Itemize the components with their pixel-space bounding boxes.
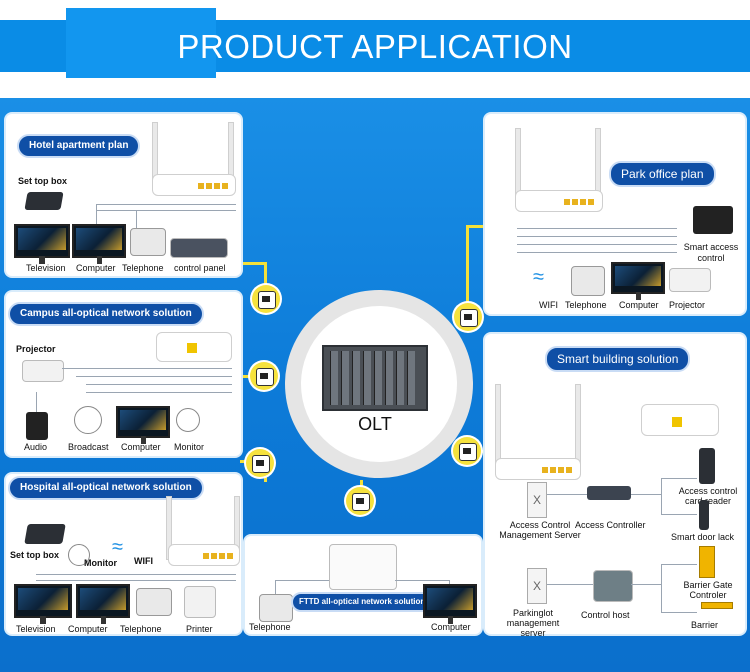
door-lock-label: Smart door lack [671,532,735,542]
park-panel: Park office plan Smart access control ≈ … [485,114,745,314]
fiber-connector-icon [246,449,274,477]
page-title: PRODUCT APPLICATION [177,28,573,65]
access-controller-label: Access Controller [575,520,646,530]
control-panel-icon [170,238,228,258]
device-label: Computer [121,442,161,452]
television-icon [14,224,70,264]
device-label: control panel [174,263,226,273]
barrier-icon [701,602,733,609]
fiber-connector-icon [252,285,280,313]
computer-icon [423,584,477,624]
fiber-line [466,225,486,228]
set-top-box-icon [24,524,66,544]
hospital-panel: Hospital all-optical network solution Se… [6,474,241,634]
campus-panel: Campus all-optical network solution Proj… [6,292,241,456]
telephone-icon [571,266,605,296]
onu-router [515,190,603,212]
wifi-icon: ≈ [112,536,123,558]
device-label: Monitor [174,442,205,452]
fttd-panel: FTTD all-optical network solution Teleph… [245,536,481,634]
onu-router [152,174,236,196]
parking-server-label: Parkinglot management server [506,608,560,638]
device-label: Television [26,263,66,273]
park-title: Park office plan [609,161,716,187]
server-icon: X [527,482,547,518]
device-label: Printer [186,624,213,634]
door-lock-icon [699,500,709,530]
onu-router [641,404,719,436]
control-host-label: Control host [581,610,630,620]
monitor-camera-icon [176,408,200,432]
broadcast-icon [74,406,102,434]
acm-server-label: Access Control Management Server [499,520,581,540]
projector-icon [22,360,64,382]
fttd-terminal-icon [329,544,397,590]
telephone-icon [136,588,172,616]
campus-title: Campus all-optical network solution [8,302,204,326]
device-label: Telephone [122,263,164,273]
telephone-icon [259,594,293,622]
telephone-icon [130,228,166,256]
fttd-title: FTTD all-optical network solution [291,592,434,612]
fiber-line [242,262,267,265]
television-icon [14,584,72,624]
set-top-box-label: Set top box [18,176,67,186]
device-label: Audio [24,442,48,452]
wifi-icon: ≈ [533,266,544,288]
fiber-line [264,262,267,287]
barrier-gate-icon [699,546,715,578]
fiber-connector-icon [250,362,278,390]
server-icon: X [527,568,547,604]
projector-label: Projector [16,344,56,354]
onu-router [156,332,232,362]
onu-router [495,458,581,480]
device-label: Telephone [249,622,291,632]
device-label: Telephone [565,300,607,310]
hotel-title: Hotel apartment plan [17,134,141,158]
barrier-gate-label: Barrier Gate Controler [683,580,733,600]
smart-building-title: Smart building solution [545,346,691,372]
computer-icon [611,262,665,300]
device-label: WIFI [539,300,558,310]
control-host-icon [593,570,633,602]
device-label: Television [16,624,56,634]
device-label: Computer [68,624,108,634]
device-label: Projector [669,300,706,310]
wifi-label: WIFI [134,556,153,566]
fiber-connector-icon [453,437,481,465]
computer-icon [116,406,170,444]
fiber-connector-icon [346,487,374,515]
access-controller-icon [587,486,631,500]
computer-icon [76,584,130,624]
olt-chassis [322,345,428,411]
onu-router [168,544,240,566]
hotel-panel: Hotel apartment plan Set top box Televis… [6,114,241,276]
smart-building-panel: Smart building solution X Access control… [485,334,745,638]
set-top-box-icon [24,192,64,210]
device-label: Computer [619,300,659,310]
barrier-label: Barrier [691,620,719,630]
olt-label: OLT [358,414,392,434]
card-reader-icon [699,448,715,484]
set-top-box-label: Set top box [10,550,59,560]
printer-icon [184,586,216,618]
header-accent-block [66,8,216,78]
fiber-connector-icon [454,303,482,331]
device-label: Computer [431,622,471,632]
device-label: Telephone [120,624,162,634]
monitor-label: Monitor [84,558,117,568]
fiber-line [466,225,469,310]
monitor-camera-icon [68,544,90,566]
audio-icon [26,412,48,440]
access-control-icon [693,206,733,234]
device-label: Broadcast [68,442,109,452]
computer-icon [72,224,126,264]
projector-icon [669,268,711,292]
device-label: Computer [76,263,116,273]
hospital-title: Hospital all-optical network solution [8,476,204,500]
smart-access-label: Smart access control [683,242,739,263]
